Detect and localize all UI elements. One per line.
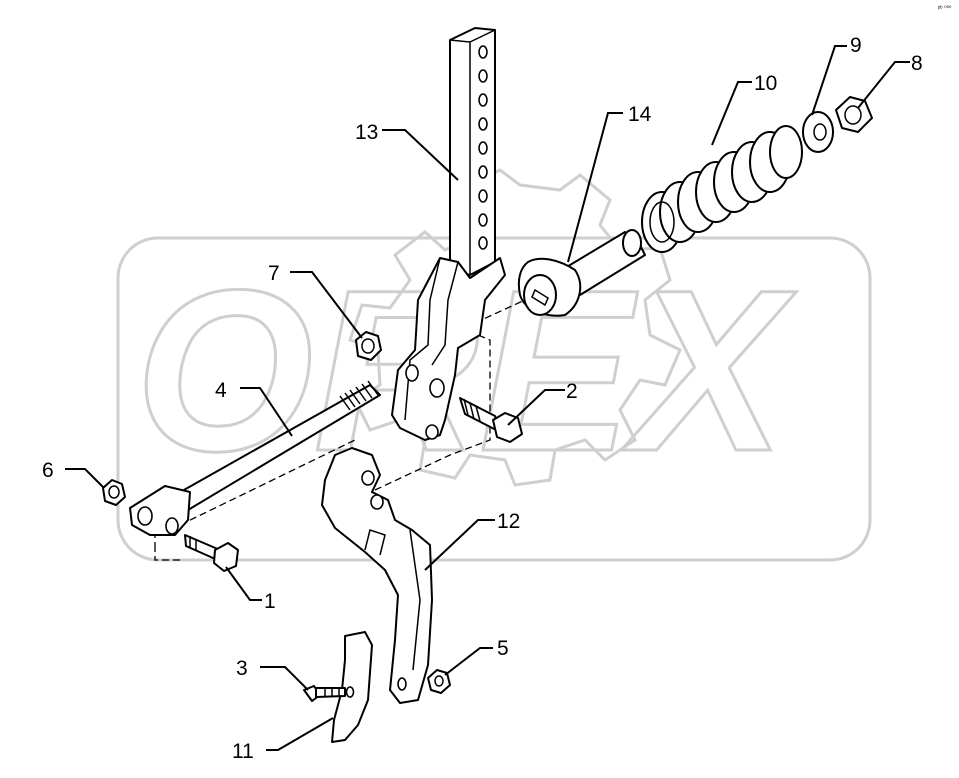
- callout-5: 5: [444, 637, 509, 676]
- part-6-nut: [102, 479, 126, 506]
- callout-4: 4: [215, 379, 293, 437]
- callout-3: 3: [236, 657, 309, 691]
- callout-label-14: 14: [628, 103, 652, 126]
- callout-label-6: 6: [42, 459, 54, 482]
- callout-label-12: 12: [497, 510, 520, 533]
- callout-label-3: 3: [236, 657, 248, 680]
- corner-code: ᵖᵇ ⁰⁰⁰: [938, 5, 952, 12]
- part-4-tension-rod: [129, 380, 381, 536]
- callout-label-1: 1: [264, 590, 276, 613]
- callout-label-10: 10: [754, 72, 777, 95]
- part-11-tip: [331, 631, 373, 743]
- callout-2: 2: [507, 380, 578, 426]
- callout-label-11: 11: [232, 740, 254, 763]
- callout-6: 6: [42, 459, 105, 489]
- part-14-guide-pin: [517, 229, 646, 317]
- callout-label-2: 2: [566, 380, 578, 403]
- callout-14: 14: [567, 103, 652, 263]
- callout-13: 13: [355, 121, 459, 181]
- callout-7: 7: [268, 262, 363, 339]
- part-10-spring: [641, 125, 803, 253]
- callout-label-13: 13: [355, 121, 378, 144]
- part-5-nut: [427, 669, 451, 694]
- callout-12: 12: [424, 510, 520, 571]
- callout-1: 1: [225, 566, 276, 613]
- callout-label-8: 8: [911, 52, 923, 75]
- callout-label-4: 4: [215, 379, 227, 402]
- part-8-nut: [835, 96, 873, 133]
- stand-holes: [478, 45, 488, 250]
- callout-10: 10: [711, 72, 777, 146]
- part-9-washer: [802, 111, 834, 153]
- part-2-bolt: [459, 397, 523, 443]
- callout-label-9: 9: [850, 34, 862, 57]
- part-12-tine-shank: [321, 447, 433, 704]
- part-13-stand: [391, 27, 506, 441]
- callout-label-5: 5: [497, 637, 509, 660]
- part-1-bolt: [184, 534, 239, 572]
- callout-9: 9: [811, 34, 862, 116]
- callout-label-7: 7: [268, 262, 280, 285]
- part-7-nut: [355, 331, 382, 361]
- callout-11: 11: [232, 717, 334, 763]
- callout-8: 8: [857, 52, 923, 109]
